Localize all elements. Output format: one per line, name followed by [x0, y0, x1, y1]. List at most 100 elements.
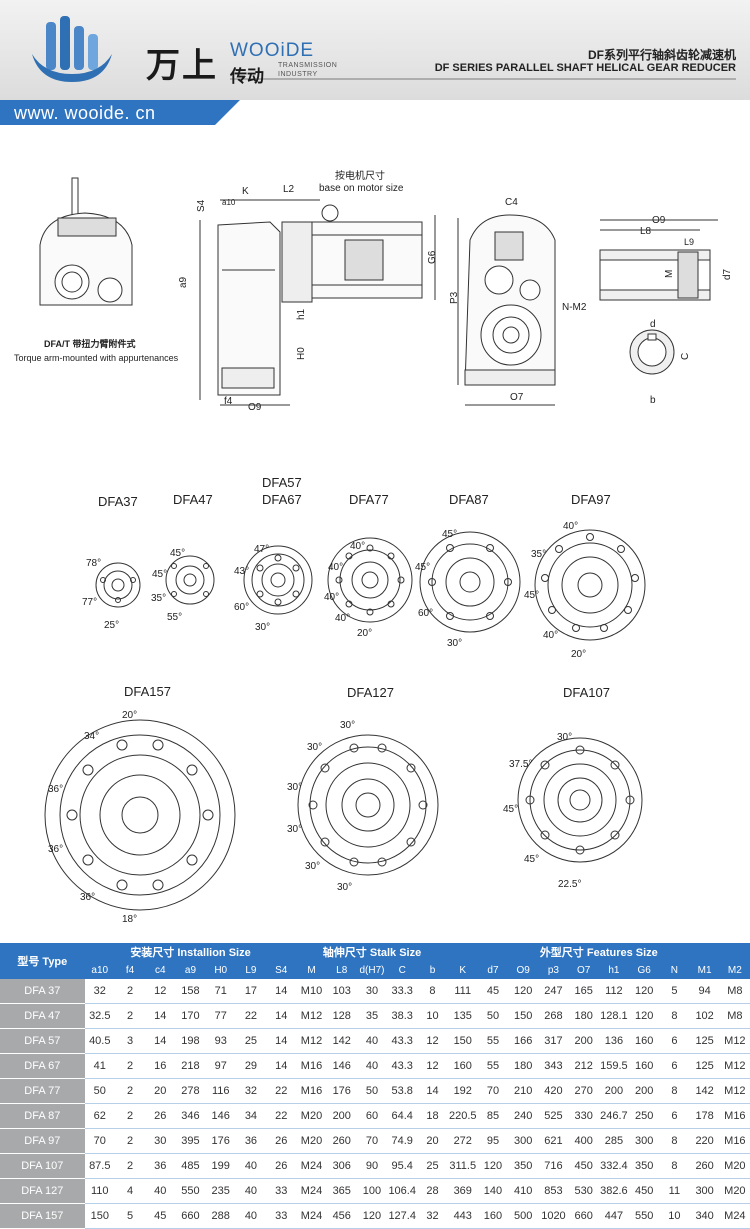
column-header: c4: [145, 961, 176, 979]
table-cell: M20: [719, 1153, 750, 1179]
flange-dfa127: DFA127 30° 30° 30° 30° 30° 30°: [287, 685, 439, 893]
dfa47-angle-2: 45°: [152, 569, 167, 580]
dfa97-angle-1: 40°: [563, 521, 578, 532]
table-cell: 166: [508, 1028, 539, 1054]
table-cell: 11: [659, 1178, 690, 1204]
flange-dfa77: DFA77 40° 40° 40° 40° 20°: [324, 492, 413, 639]
dim-L8: L8: [640, 226, 652, 237]
table-cell: 8: [659, 1128, 690, 1154]
table-cell: 40.5: [84, 1028, 115, 1054]
dim-L9: L9: [684, 237, 694, 247]
column-header: b: [417, 961, 448, 979]
table-cell: 103: [326, 979, 357, 1004]
table-cell: 500: [508, 1203, 539, 1229]
dim-f4: f4: [224, 396, 233, 407]
table-cell: M12: [296, 1028, 327, 1054]
group-header-stalk: 轴伸尺寸 Stalk Size: [296, 943, 448, 961]
website-url[interactable]: www. wooide. cn: [14, 103, 156, 123]
model-type-cell: DFA 67: [0, 1053, 85, 1079]
product-title-en: DF SERIES PARALLEL SHAFT HELICAL GEAR RE…: [434, 62, 736, 74]
dim-O7: O7: [510, 392, 524, 403]
table-cell: 70: [84, 1128, 115, 1154]
table-cell: 300: [508, 1128, 539, 1154]
table-cell: 102: [689, 1003, 720, 1029]
flange-dfa37: DFA37 78° 77° 25°: [82, 494, 141, 631]
table-cell: 250: [629, 1103, 660, 1129]
table-cell: 116: [205, 1078, 236, 1104]
table-group-header-row: 型号 Type 安装尺寸 Installion Size 轴伸尺寸 Stalk …: [0, 943, 750, 979]
table-cell: 660: [175, 1203, 206, 1229]
table-cell: 6: [659, 1103, 690, 1129]
table-cell: 55: [477, 1053, 509, 1079]
table-cell: 365: [326, 1178, 357, 1204]
table-cell: 220: [689, 1128, 720, 1154]
table-cell: 6: [659, 1028, 690, 1054]
dfa127-angle-6: 30°: [337, 882, 352, 893]
product-title-cn: DF系列平行轴斜齿轮减速机: [588, 48, 736, 62]
table-cell: 25: [417, 1153, 448, 1179]
dim-d: d: [650, 319, 656, 330]
table-cell: 40: [235, 1178, 267, 1204]
table-cell: 450: [568, 1153, 599, 1179]
table-cell: 382.6: [598, 1178, 630, 1204]
table-cell: 200: [326, 1103, 357, 1129]
table-cell: 716: [538, 1153, 569, 1179]
table-cell: 268: [538, 1003, 569, 1029]
flange-label-dfa97: DFA97: [571, 492, 611, 507]
table-cell: 22: [266, 1078, 297, 1104]
table-cell: 332.4: [598, 1153, 630, 1179]
table-cell: M24: [296, 1203, 327, 1229]
table-cell: 350: [629, 1153, 660, 1179]
table-cell: M20: [296, 1128, 327, 1154]
table-cell: M20: [296, 1103, 327, 1129]
dfa87-angle-2: 45°: [415, 562, 430, 573]
table-cell: 32.5: [84, 1003, 115, 1029]
motor-size-label-en: base on motor size: [319, 183, 404, 194]
table-cell: 112: [598, 979, 630, 1004]
table-cell: 34: [235, 1103, 267, 1129]
flange-dfa57-67: DFA57 DFA67 47° 43° 60° 30°: [234, 475, 313, 633]
column-header: L8: [326, 961, 357, 979]
table-cell: 125: [689, 1053, 720, 1079]
column-header: d(H7): [356, 961, 388, 979]
table-cell: 621: [538, 1128, 569, 1154]
table-cell: 550: [175, 1178, 206, 1204]
table-cell: 350: [508, 1153, 539, 1179]
table-cell: 16: [145, 1053, 176, 1079]
table-cell: 50: [356, 1078, 388, 1104]
table-cell: 160: [629, 1053, 660, 1079]
table-cell: 127.4: [387, 1203, 418, 1229]
table-cell: 53.8: [387, 1078, 418, 1104]
table-cell: 35: [356, 1003, 388, 1029]
dfa87-angle-1: 45°: [442, 529, 457, 540]
table-cell: 260: [326, 1128, 357, 1154]
table-cell: 26: [266, 1153, 297, 1179]
table-cell: 160: [447, 1053, 478, 1079]
table-cell: M12: [719, 1078, 750, 1104]
table-cell: 240: [508, 1103, 539, 1129]
table-cell: 33.3: [387, 979, 418, 1004]
column-header: G6: [629, 961, 660, 979]
table-cell: 158: [175, 979, 206, 1004]
table-cell: 18: [417, 1103, 448, 1129]
table-cell: 125: [689, 1028, 720, 1054]
url-banner: [0, 100, 240, 125]
company-name-cn: 万上: [146, 48, 218, 85]
column-header: a9: [175, 961, 206, 979]
dim-G6: G6: [427, 250, 438, 264]
table-cell: 95.4: [387, 1153, 418, 1179]
model-type-cell: DFA 107: [0, 1153, 85, 1179]
table-cell: 10: [659, 1203, 690, 1229]
table-cell: 200: [568, 1028, 599, 1054]
table-cell: 26: [145, 1103, 176, 1129]
column-header: N: [659, 961, 690, 979]
table-cell: 150: [84, 1203, 115, 1229]
table-cell: 14: [145, 1028, 176, 1054]
table-cell: 14: [266, 1053, 297, 1079]
type-column-header: 型号 Type: [0, 943, 85, 979]
dfa47-angle-1: 45°: [170, 548, 185, 559]
table-cell: 1020: [538, 1203, 569, 1229]
